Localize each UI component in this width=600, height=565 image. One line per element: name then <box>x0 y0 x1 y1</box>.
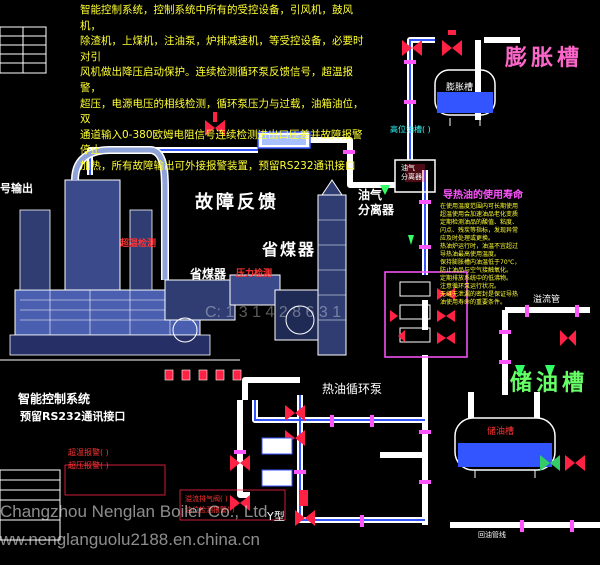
control-valves <box>164 369 242 381</box>
alarm-1: 超温报警( ) <box>68 448 109 457</box>
thermal-oil-life-title: 导热油的使用寿命 <box>443 190 523 201</box>
note-line: 无缝无泄漏的密封是保证导热 <box>440 291 519 298</box>
circulation-pump-label: 热油循环泵 <box>322 382 383 396</box>
note-line: 防止油品与空气接触氧化。 <box>440 267 513 274</box>
note-line: 应及时处理或更换。 <box>440 235 495 242</box>
alarm-2: 超压报警( ) <box>68 461 109 470</box>
para-line: 除渣机，上煤机，注油泵，炉排减速机，等受控设备，必要时对引 <box>80 35 364 63</box>
storage-tank-inner: 储油槽 <box>487 427 515 437</box>
expansion-tank-title: 膨胀槽 <box>505 46 584 71</box>
storage-valves <box>540 330 585 471</box>
chimney <box>317 179 347 356</box>
header-paragraph: 智能控制系统，控制系统中所有的受控设备，引风机，鼓风机， 除渣机，上煤机，注油泵… <box>80 3 370 175</box>
storage-tank-title: 储油槽 <box>510 371 589 396</box>
para-line: 智能控制系统，控制系统中所有的受控设备，引风机，鼓风机， <box>80 4 353 32</box>
note-line: 定期排放系统中的低沸物。 <box>440 275 513 282</box>
oil-gas-separator-label: 油气 分离器 <box>358 188 395 217</box>
note-line: 热油炉运行时，油温不宜超过 <box>440 243 519 250</box>
bottom-pipe-label: 回油管线 <box>478 531 506 539</box>
smart-control-line1: 智能控制系统 <box>18 392 91 406</box>
smart-control-line2: 预留RS232通讯接口 <box>20 410 126 423</box>
note-line: 闪点、残炭等指标，发现异常 <box>440 227 519 234</box>
storage-tank <box>454 392 556 478</box>
note-line: 油使用寿命的重要条件。 <box>440 299 507 306</box>
circulation-pumps <box>230 405 315 526</box>
note-line: 注意循环泵运行状况。 <box>440 283 501 290</box>
temp-detect-label: 超温检测 <box>120 239 157 249</box>
economizer-big-label: 省煤器 <box>262 240 317 259</box>
watermark-company: Changzhou Nenglan Boiler Co., Ltd <box>0 502 268 521</box>
top-valve-1 <box>205 112 225 136</box>
signal-output-label: 号输出 <box>0 182 33 195</box>
y-label: Y型 <box>267 510 285 523</box>
pressure-detect-label: 压力检测 <box>236 269 273 279</box>
alarm-box <box>64 464 166 496</box>
thermal-oil-notes: 在使用温度范围内可长期使用 超温使用会加速油品老化变质 定期检测油品的酸值、粘度… <box>440 203 558 307</box>
economizer-small-label: 省煤器 <box>190 267 227 281</box>
separator-box-label: 油气 分离器 <box>401 164 422 181</box>
para-line: 风机做出降压启动保护。连续检测循环泵反馈信号，超温报警， <box>80 66 353 94</box>
pump-label: 泵 <box>277 441 287 451</box>
para-line: 通道输入0-380欧姆电阻信号连续检测进出口压差并故障报警停止 <box>80 128 363 157</box>
expansion-tank <box>434 69 496 126</box>
para-line: 加热，所有故障输出可外接报警装置，预留RS232通讯接口 <box>80 159 356 172</box>
bottom-title-block <box>0 469 61 541</box>
expansion-valves <box>402 30 462 56</box>
fault-feedback-label: 故障反馈 <box>195 192 279 213</box>
note-line: 定期检测油品的酸值、粘度、 <box>440 219 519 226</box>
watermark-phone: C: 1 3 1 4 2 8 6 3 1 <box>205 304 342 321</box>
oil-gas-separator <box>394 159 436 193</box>
flow-arrows <box>380 185 555 378</box>
note-left-2: 油位检测报警( ) <box>185 506 235 514</box>
expansion-tank-inner: 膨胀槽 <box>446 83 474 93</box>
note-line: 保持膨胀槽内油温低于70℃， <box>440 259 521 266</box>
boiler <box>0 146 240 361</box>
economizer-assembly <box>164 274 336 343</box>
pipe-note-top: 高位油槽( ) <box>390 125 431 134</box>
note-left-1: 溢流排气阀( ) <box>185 495 228 503</box>
overflow-pipe-label: 溢流管 <box>533 295 561 305</box>
note-line: 导热油最高使用温度。 <box>440 251 501 258</box>
note-line: 超温使用会加速油品老化变质 <box>440 211 519 218</box>
note-box <box>179 489 286 521</box>
note-line: 在使用温度范围内可长期使用 <box>440 203 519 210</box>
title-block <box>0 26 47 74</box>
para-line: 超压，电源电压的相线检测，循环泵压力与过载，油箱油位，双 <box>80 97 364 126</box>
pipe-joints <box>234 60 579 532</box>
watermark-url: ww.nenglanguolu2188.en.china.cn <box>0 530 260 549</box>
filter <box>257 131 311 149</box>
pump-station <box>384 271 468 358</box>
